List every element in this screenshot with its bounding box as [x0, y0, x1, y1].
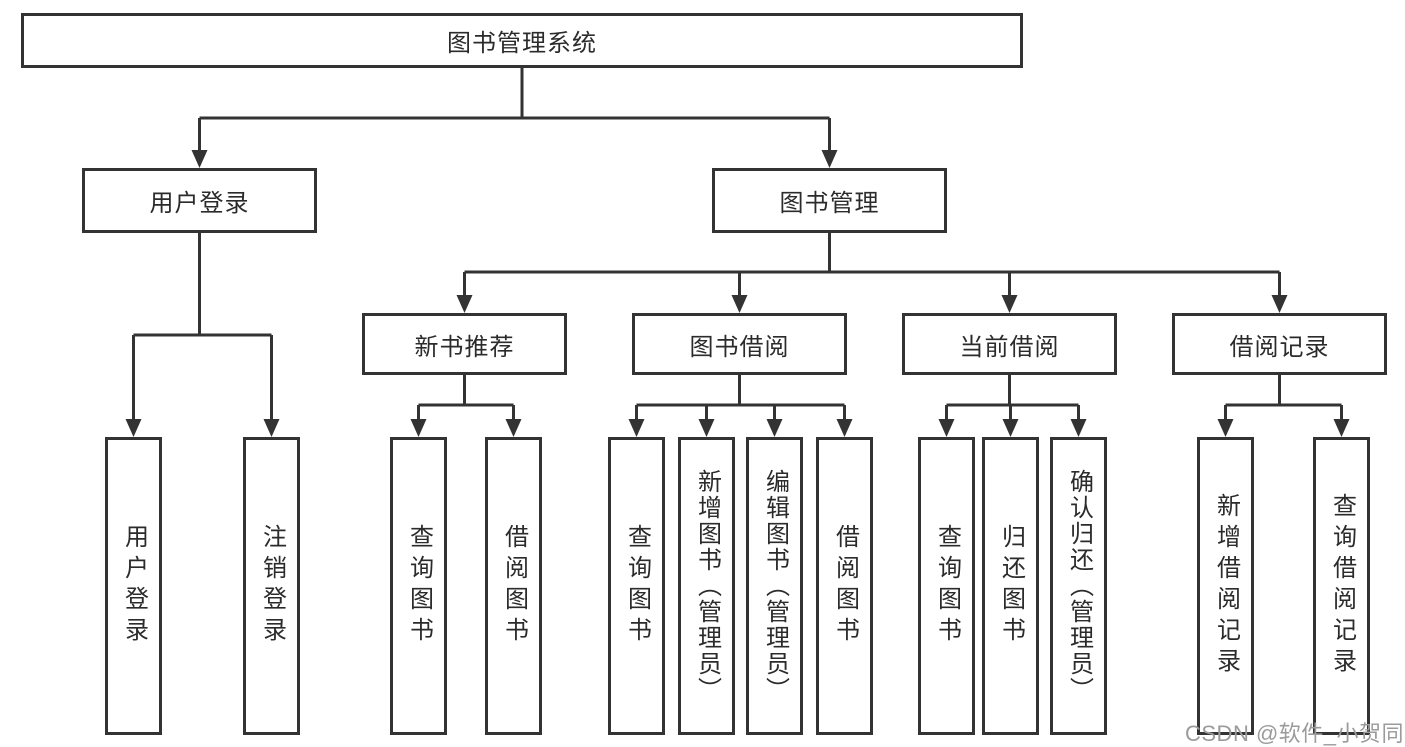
leaf-logout-login: 注销登录: [243, 437, 300, 735]
node-label: 查询借阅记录: [1328, 493, 1356, 679]
node-label: 注销登录: [258, 524, 286, 648]
node-label: 图书管理系统: [447, 30, 597, 57]
leaf-query-books-borrowing: 查询图书: [608, 437, 665, 735]
node-user-login: 用户登录: [82, 168, 317, 233]
node-label: 归还图书: [997, 524, 1025, 648]
node-label: 新增借阅记录: [1212, 493, 1240, 679]
node-label: 借阅图书: [500, 524, 528, 648]
node-label: 编辑图书（管理员）: [761, 469, 789, 703]
node-label: 新书推荐: [414, 333, 515, 361]
leaf-return-books: 归还图书: [982, 437, 1039, 735]
leaf-query-borrowing-record: 查询借阅记录: [1313, 437, 1370, 735]
leaf-edit-books-admin: 编辑图书（管理员）: [746, 437, 803, 735]
node-library-management-system: 图书管理系统: [21, 13, 1023, 68]
node-current-borrowing: 当前借阅: [902, 313, 1117, 375]
leaf-confirm-return-admin: 确认归还（管理员）: [1050, 437, 1107, 735]
node-label: 查询图书: [623, 524, 651, 648]
node-borrowing-records: 借阅记录: [1172, 313, 1387, 375]
node-label: 新增图书（管理员）: [693, 469, 721, 703]
leaf-borrow-books: 借阅图书: [816, 437, 873, 735]
node-label: 借阅图书: [831, 524, 859, 648]
csdn-watermark: CSDN @软件_小贺同学: [1185, 721, 1405, 746]
node-book-borrowing: 图书借阅: [632, 313, 847, 375]
leaf-user-login: 用户登录: [105, 437, 162, 735]
leaf-add-books-admin: 新增图书（管理员）: [678, 437, 735, 735]
leaf-borrow-books-recommendation: 借阅图书: [485, 437, 542, 735]
leaf-query-books-current: 查询图书: [918, 437, 975, 735]
node-label: 当前借阅: [959, 333, 1060, 361]
node-label: 确认归还（管理员）: [1065, 469, 1093, 703]
leaf-query-books-recommendation: 查询图书: [390, 437, 447, 735]
node-label: 查询图书: [405, 524, 433, 648]
node-label: 用户登录: [120, 524, 148, 648]
node-new-book-recommendation: 新书推荐: [362, 313, 567, 375]
node-book-management: 图书管理: [712, 168, 947, 233]
leaf-add-borrowing-record: 新增借阅记录: [1197, 437, 1254, 735]
node-label: 图书管理: [779, 190, 880, 217]
node-label: 查询图书: [933, 524, 961, 648]
node-label: 图书借阅: [689, 333, 790, 361]
node-label: 借阅记录: [1229, 333, 1330, 361]
node-label: 用户登录: [149, 190, 250, 217]
